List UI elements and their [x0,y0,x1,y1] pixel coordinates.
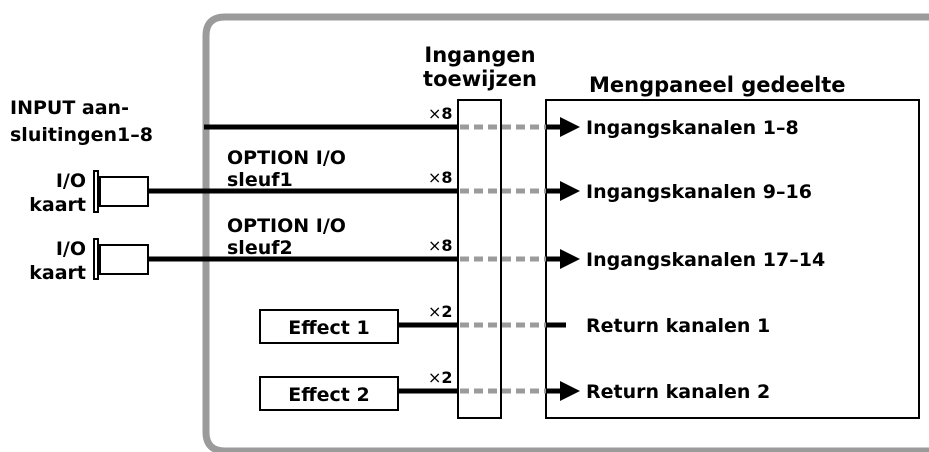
channel-label: Ingangskanalen 17–14 [586,249,825,271]
channel-multiplier: ×8 [428,104,453,123]
slot1-label-line1: OPTION I/O [227,147,346,169]
channel-multiplier: ×2 [428,368,453,387]
arrowhead-icon [560,117,580,137]
io-card1-label-line1: I/O [56,170,86,192]
arrowhead-icon [560,181,580,201]
channel-multiplier: ×8 [428,236,453,255]
assign-title-line1: Ingangen [424,43,535,67]
channel-label: Return kanalen 1 [586,315,770,337]
effect1-box: Effect 1 [259,309,399,344]
io-card2-label-line2: kaart [29,262,86,284]
input-label-line1: INPUT aan- [10,97,129,119]
io-card1-label-line2: kaart [29,194,86,216]
effect2-label: Effect 2 [288,384,369,406]
assign-title-line2: toewijzen [423,67,537,91]
slot2-label-line2: sleuf2 [227,237,293,259]
arrowhead-icon [560,249,580,269]
mixer-section-box [545,99,920,419]
input-label-line2: sluitingen1–8 [10,124,153,146]
io-card2-label-line1: I/O [56,238,86,260]
io-card1-connector-icon [93,170,149,213]
mixer-title: Mengpaneel gedeelte [589,73,846,97]
effect1-label: Effect 1 [288,317,369,339]
arrowhead-icon [560,381,580,401]
channel-label: Ingangskanalen 9–16 [586,181,812,203]
channel-multiplier: ×8 [428,168,453,187]
channel-multiplier: ×2 [428,302,453,321]
io-card2-connector-icon [93,238,149,280]
channel-label: Return kanalen 2 [586,381,770,403]
slot1-label-line2: sleuf1 [227,169,293,191]
slot2-label-line1: OPTION I/O [227,215,346,237]
device-frame [202,13,929,452]
effect2-box: Effect 2 [259,376,399,411]
channel-label: Ingangskanalen 1–8 [586,117,799,139]
